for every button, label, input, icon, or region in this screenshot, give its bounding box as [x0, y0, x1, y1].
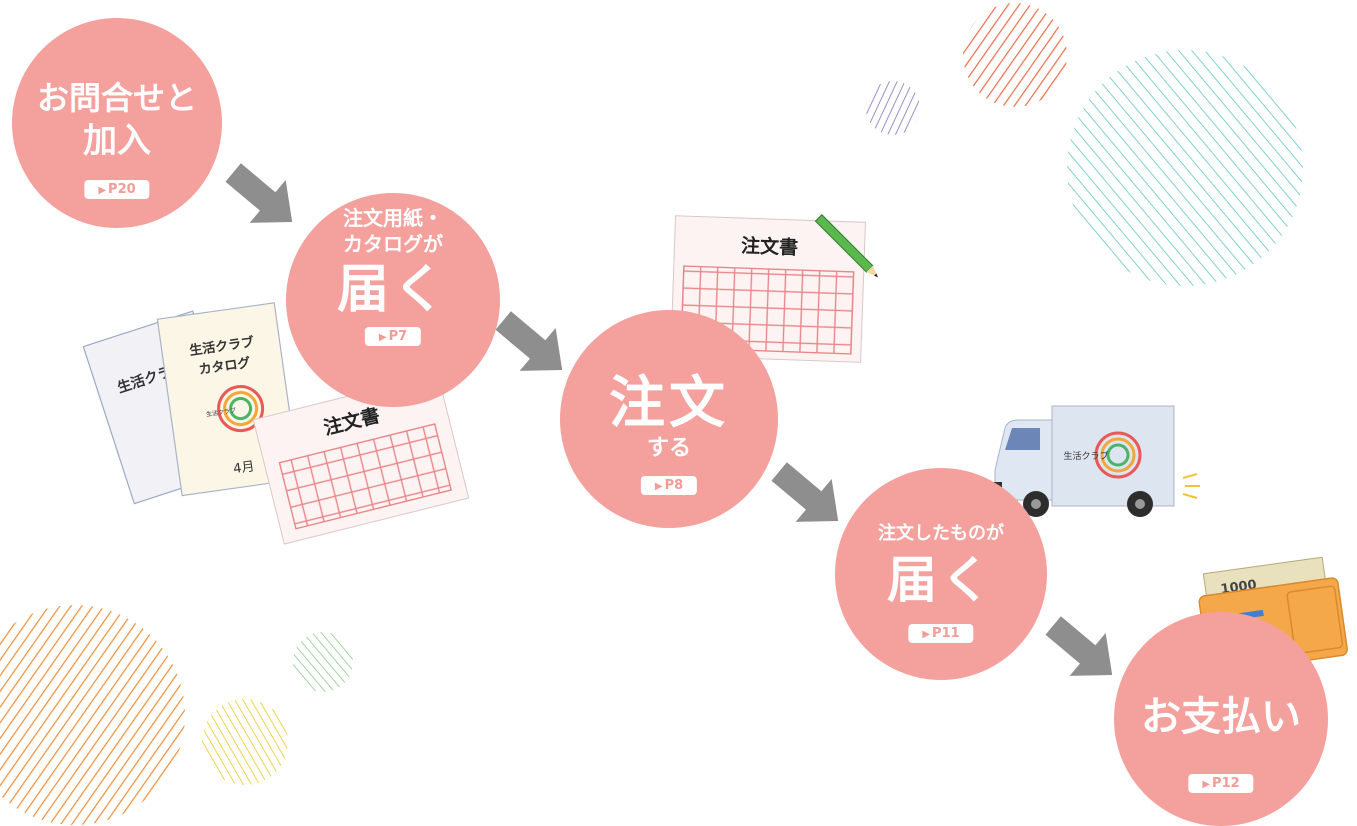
decor-circle-orange — [0, 605, 185, 825]
step-inquiry-join: お問合せと 加入 ▶P20 — [12, 18, 222, 228]
step4-page: P11 — [932, 626, 960, 641]
step3-page-ref[interactable]: ▶P8 — [640, 476, 698, 495]
step2-line1: 注文用紙・ — [343, 206, 443, 230]
step1-page-ref[interactable]: ▶P20 — [84, 180, 150, 199]
svg-text:注文書: 注文書 — [741, 234, 799, 259]
step5-main: お支払い — [1141, 694, 1301, 740]
step-payment: お支払い ▶P12 — [1114, 612, 1328, 826]
step1-line1: お問合せと — [36, 79, 197, 117]
step2-page-ref[interactable]: ▶P7 — [364, 327, 422, 346]
step-order: 注文 する ▶P8 — [560, 310, 778, 528]
decor-circle-red — [963, 3, 1067, 107]
arrow-4 — [1045, 616, 1113, 676]
step4-page-ref[interactable]: ▶P11 — [908, 624, 974, 643]
step2-page: P7 — [388, 329, 408, 344]
arrow-3 — [771, 462, 839, 522]
decor-circle-yellow — [202, 699, 288, 785]
step2-main: 届く — [336, 260, 449, 320]
play-icon: ▶ — [654, 481, 663, 492]
arrow-2 — [495, 311, 563, 371]
decor-circle-green — [293, 632, 353, 692]
truck-logo-text: 生活クラブ — [1063, 450, 1108, 462]
play-icon: ▶ — [1202, 779, 1211, 790]
svg-text:生活クラブ: 生活クラブ — [1063, 450, 1108, 462]
catalog-month: 4月 — [232, 459, 255, 477]
step4-line1: 注文したものが — [878, 523, 1004, 544]
play-icon: ▶ — [98, 185, 107, 196]
step3-main: 注文 — [609, 371, 729, 436]
catalog-title-line2: カタログ — [198, 355, 252, 378]
pencil-icon — [814, 214, 879, 278]
step3-page: P8 — [664, 478, 684, 493]
decor-circle-teal — [1067, 50, 1303, 286]
arrow-1 — [225, 163, 293, 223]
catalog-illustration: 生活クラブ 生活クラブ カタログ 生活クラブ 4月 注文書 — [82, 302, 470, 545]
step5-page-ref[interactable]: ▶P12 — [1188, 774, 1254, 793]
svg-text:カタログ: カタログ — [198, 355, 252, 378]
step-catalog-arrives: 注文用紙・ カタログが 届く ▶P7 — [286, 193, 500, 407]
delivery-truck-illustration: 生活クラブ — [990, 405, 1200, 517]
step5-page: P12 — [1212, 776, 1240, 791]
play-icon: ▶ — [922, 629, 931, 640]
svg-text:4月: 4月 — [232, 459, 255, 477]
decor-circle-purple — [866, 81, 920, 135]
order-form-title: 注文書 — [741, 234, 799, 259]
step1-page: P20 — [108, 182, 136, 197]
step2-line2: カタログが — [343, 232, 443, 256]
step3-sub: する — [646, 436, 691, 461]
step4-main: 届く — [887, 551, 995, 609]
step-delivery: 注文したものが 届く ▶P11 — [835, 468, 1047, 680]
play-icon: ▶ — [378, 332, 387, 343]
step1-line2: 加入 — [83, 121, 151, 161]
